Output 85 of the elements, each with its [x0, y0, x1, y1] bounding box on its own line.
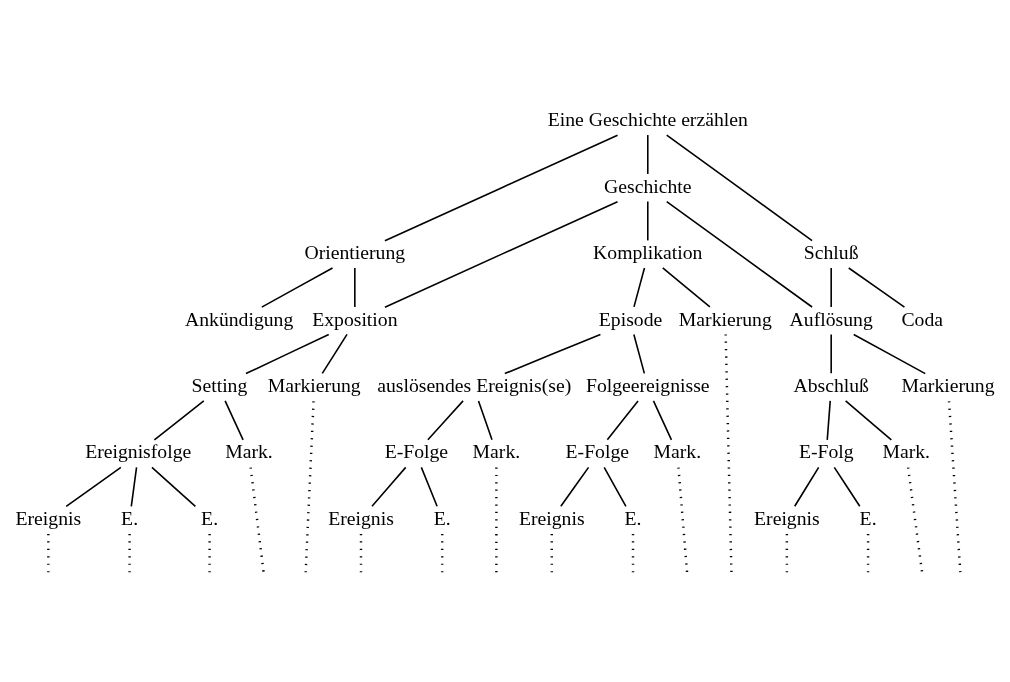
node-text: E. — [859, 506, 877, 529]
connector — [647, 200, 649, 242]
connector — [652, 400, 673, 441]
node-text: E-Folge — [565, 440, 630, 463]
connector — [677, 467, 689, 574]
node-text: Markierung — [267, 374, 361, 397]
connector — [560, 466, 590, 508]
connector — [830, 267, 832, 308]
node-text: E. — [624, 506, 642, 529]
node-text: Mark. — [653, 440, 702, 463]
connector — [603, 466, 627, 508]
connector — [550, 534, 553, 574]
connector — [153, 400, 205, 441]
node-text: Geschichte — [604, 174, 692, 197]
connector — [844, 400, 893, 441]
node-text: E-Folge — [384, 440, 449, 463]
connector — [661, 267, 711, 308]
node-text: Markierung — [678, 307, 772, 330]
node-text: Ereignis — [518, 506, 585, 529]
node-text: Exposition — [312, 307, 398, 330]
node-text: E-Folg — [798, 440, 854, 463]
node-text: Eine Geschichte erzählen — [547, 108, 748, 131]
connector — [724, 334, 733, 574]
node-text: Folgeereignisse — [585, 374, 710, 397]
connector — [47, 534, 50, 574]
connector — [249, 467, 265, 574]
connector — [633, 333, 646, 375]
node-text: Ereignisfolge — [85, 440, 192, 463]
connector — [128, 534, 131, 574]
node-text: Ankündigung — [184, 307, 294, 330]
connector — [631, 534, 635, 574]
node-text: E. — [433, 506, 451, 529]
connector — [384, 134, 619, 242]
connector — [495, 467, 498, 574]
connector — [304, 401, 315, 574]
connector — [65, 466, 122, 508]
connector — [245, 333, 330, 375]
node-text: Coda — [901, 307, 944, 330]
connector — [384, 200, 619, 308]
node-text: Schluß — [803, 241, 859, 264]
connector — [420, 466, 438, 508]
node-text: Setting — [191, 374, 248, 397]
node-text: Ereignis — [754, 506, 820, 529]
node-text: E. — [201, 506, 219, 529]
connector — [665, 200, 813, 308]
connector — [606, 400, 639, 441]
connector — [321, 333, 348, 375]
node-text: Episode — [598, 307, 663, 330]
connector — [633, 267, 646, 308]
connector — [826, 400, 832, 441]
node-text: auslösendes Ereignis(se) — [377, 374, 572, 397]
connector — [354, 267, 356, 308]
connector — [477, 400, 493, 441]
node-text: Ereignis — [328, 506, 394, 529]
connector — [130, 466, 138, 508]
connector — [647, 134, 649, 175]
node-text: Mark. — [225, 440, 273, 463]
connector — [847, 267, 906, 308]
connector — [504, 333, 602, 375]
node-text: Markierung — [901, 374, 995, 397]
connector — [906, 467, 924, 574]
connector — [830, 333, 832, 375]
connector — [785, 534, 789, 574]
connector — [260, 267, 334, 308]
connector — [665, 134, 813, 242]
node-text: E. — [121, 506, 139, 529]
node-text: Ereignis — [15, 506, 82, 529]
node-text: Auflösung — [789, 307, 873, 330]
connector — [208, 534, 211, 574]
connector — [866, 534, 870, 574]
connector — [371, 466, 407, 508]
connector — [441, 534, 444, 574]
node-text: Abschluß — [793, 374, 869, 397]
connector — [359, 534, 363, 574]
connector — [224, 400, 244, 441]
connector — [793, 466, 820, 508]
node-text: Komplikation — [593, 241, 703, 264]
connector — [833, 466, 861, 508]
node-text: Orientierung — [304, 241, 406, 264]
connector — [947, 401, 962, 574]
node-text: Mark. — [882, 440, 931, 463]
node-text: Mark. — [472, 440, 521, 463]
connector — [852, 333, 927, 375]
connector — [151, 466, 197, 508]
connector — [427, 400, 464, 441]
